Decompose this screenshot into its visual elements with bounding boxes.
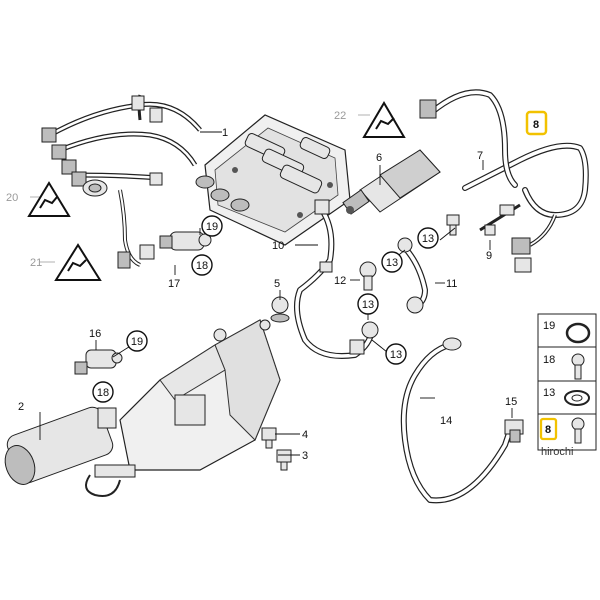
callout-12: 12 — [334, 275, 346, 287]
pressure-line — [293, 199, 375, 359]
callout-19-a: 19 — [206, 221, 218, 233]
callout-14: 14 — [440, 415, 452, 427]
fluid-pipe — [419, 89, 589, 273]
callout-20: 20 — [6, 192, 18, 204]
banjo-bolt — [359, 261, 377, 291]
callout-11: 11 — [446, 278, 457, 290]
callout-21: 21 — [30, 257, 42, 269]
warning-triangle-22 — [362, 101, 406, 138]
bracket — [479, 203, 521, 236]
cylinder — [4, 406, 117, 485]
callout-13-a: 13 — [422, 233, 434, 245]
circled-callouts: 19 18 19 18 13 13 13 13 — [92, 215, 439, 403]
callout-2: 2 — [18, 401, 24, 413]
legend-label-8: 8 — [545, 424, 551, 436]
hose-clip — [504, 419, 524, 443]
callout-8: 8 — [533, 119, 539, 131]
callout-1: 1 — [222, 127, 228, 139]
legend-label-18: 18 — [543, 354, 555, 366]
callout-13-b: 13 — [386, 257, 398, 269]
callout-6: 6 — [376, 152, 382, 164]
callout-19-b: 19 — [131, 336, 143, 348]
valve-body — [195, 114, 351, 246]
screw-head-icon — [571, 353, 585, 367]
pressure-accumulator — [342, 149, 441, 215]
callout-10: 10 — [272, 240, 284, 252]
callout-22: 22 — [334, 110, 346, 122]
callout-7: 7 — [477, 150, 483, 162]
transmission-housing — [85, 319, 281, 497]
callout-4: 4 — [302, 429, 308, 441]
callout-3: 3 — [302, 450, 308, 462]
callout-labels: 1 2 3 4 5 6 7 9 10 11 12 14 15 16 17 20 … — [6, 110, 517, 462]
callout-13-d: 13 — [390, 349, 402, 361]
return-line — [361, 237, 428, 339]
hose — [400, 337, 515, 504]
callout-9: 9 — [486, 250, 492, 262]
legend-label-19: 19 — [543, 320, 555, 332]
legend-label-13: 13 — [543, 387, 555, 399]
pressure-sensor — [74, 349, 123, 375]
watermark-text: hirochi — [541, 446, 573, 458]
wiring-harness — [41, 94, 202, 269]
warning-triangle-20 — [27, 181, 71, 217]
callout-13-c: 13 — [362, 299, 374, 311]
callout-18-b: 18 — [97, 387, 109, 399]
warning-triangle-21 — [54, 243, 102, 281]
callout-17: 17 — [168, 278, 180, 290]
solenoid-valve — [159, 231, 212, 251]
bolt — [446, 214, 460, 236]
o-ring-icon — [565, 322, 591, 344]
callout-5: 5 — [274, 278, 280, 290]
parts-legend: 19 18 13 8 — [537, 313, 597, 451]
callout-18-a: 18 — [196, 260, 208, 272]
bolt-head-icon — [571, 417, 585, 431]
callout-8-highlight: 8 — [525, 110, 548, 136]
callout-15: 15 — [505, 396, 517, 408]
callout-16: 16 — [89, 328, 101, 340]
